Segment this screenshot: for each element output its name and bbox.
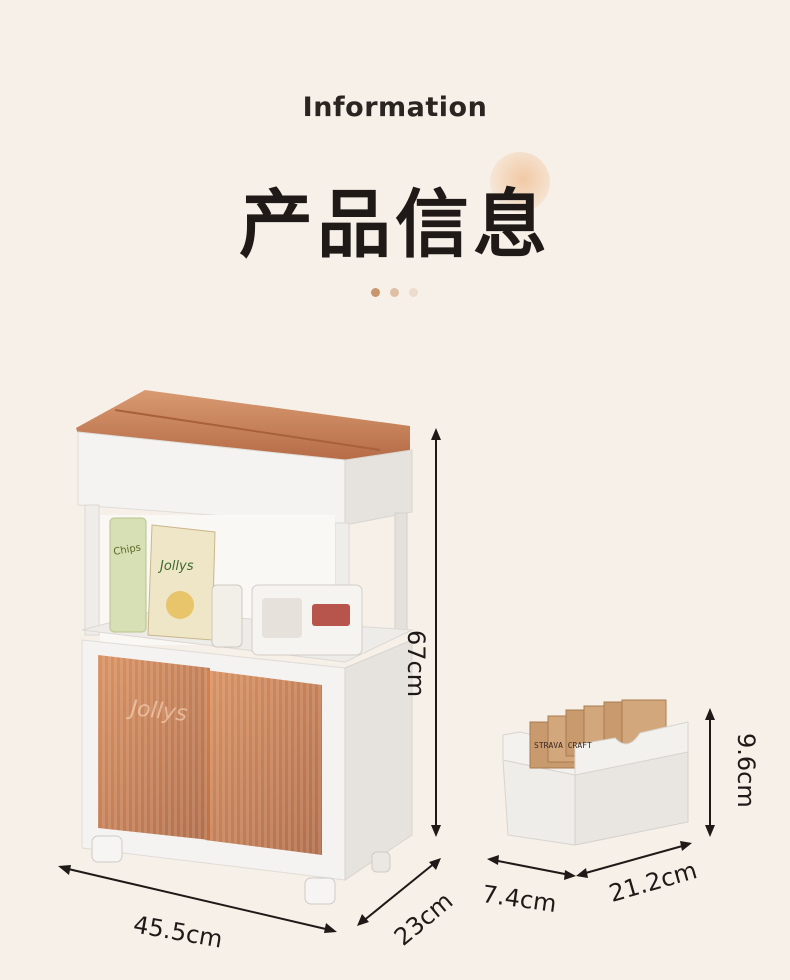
height-label-box: 9.6cm — [732, 733, 760, 808]
shelf-items: Chips Jollys — [109, 517, 363, 656]
cart-wheels — [91, 835, 391, 905]
dimension-lines-box — [487, 708, 715, 880]
storage-box: STRAVA CRAFT — [502, 699, 689, 846]
decorative-circle — [490, 152, 550, 212]
storage-cart: Jollys Chips Jollys — [76, 390, 414, 905]
height-label-main: 67cm — [402, 630, 430, 698]
indicator-dot-3 — [409, 288, 418, 297]
cart-lid — [76, 390, 410, 462]
box-card-text: STRAVA CRAFT — [534, 741, 592, 750]
indicator-dot-2 — [390, 288, 399, 297]
chips-bag-text: Jollys — [157, 559, 194, 574]
title-chinese: 产品信息 — [239, 182, 551, 268]
indicator-dot-1 — [371, 288, 380, 297]
page-indicator — [371, 288, 418, 297]
title-english: Information — [302, 92, 488, 123]
chips-tube-text: Chips — [113, 542, 142, 558]
dimension-lines-main — [58, 428, 441, 933]
